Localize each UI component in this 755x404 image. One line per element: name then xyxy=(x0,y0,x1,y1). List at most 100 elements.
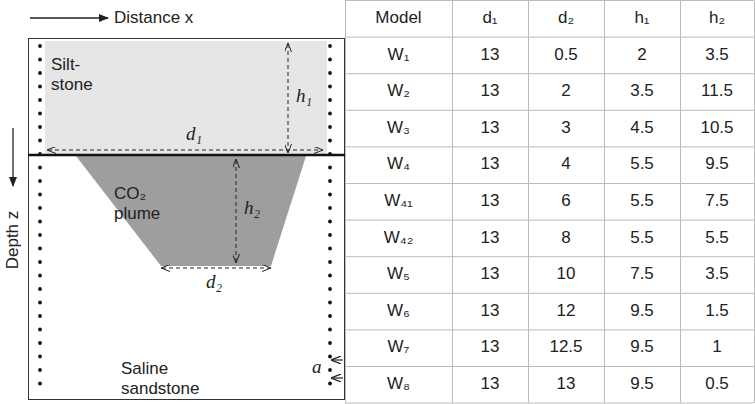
table-cell: W₃ xyxy=(345,110,452,147)
sensor-dot xyxy=(328,179,332,183)
sensor-dot xyxy=(38,152,42,156)
axis-label: Depth z xyxy=(3,211,23,270)
sensor-dot xyxy=(38,260,42,264)
sensor-dot xyxy=(328,328,332,332)
sensor-dot xyxy=(328,139,332,143)
dimension-label: h₂ xyxy=(244,198,260,218)
table-rule xyxy=(345,329,754,330)
table-cell: 5.5 xyxy=(604,146,680,183)
table-cell: W₄₁ xyxy=(345,183,452,220)
sensor-dot xyxy=(38,44,42,48)
table-cell: 13 xyxy=(452,220,528,257)
table-cell: 13 xyxy=(452,293,528,330)
sensor-dot xyxy=(38,355,42,359)
plume-shape xyxy=(76,156,306,266)
table-cell: 3.5 xyxy=(680,256,754,293)
table-cell: W₇ xyxy=(345,329,452,366)
sensor-dot xyxy=(38,85,42,89)
table-cell: 13 xyxy=(452,73,528,110)
table-cell: 4.5 xyxy=(604,110,680,147)
sensor-dot xyxy=(38,71,42,75)
layer-label: CO₂ plume xyxy=(114,184,164,224)
table-cell: W₁ xyxy=(345,37,452,74)
sensor-dot xyxy=(328,85,332,89)
z-axis-arrow xyxy=(12,128,13,186)
table-rule xyxy=(345,366,754,367)
table-cell: W₈ xyxy=(345,366,452,403)
sensor-dot xyxy=(38,220,42,224)
sensor-dot xyxy=(38,341,42,345)
table-rule xyxy=(345,183,754,184)
sensor-dot xyxy=(328,355,332,359)
table-cell: 9.5 xyxy=(604,366,680,403)
sensor-dot xyxy=(38,139,42,143)
sensor-dot xyxy=(38,274,42,278)
table-cell: 9.5 xyxy=(604,329,680,366)
d1-dimension xyxy=(48,150,322,151)
table-cell: 3.5 xyxy=(680,37,754,74)
h1-dimension xyxy=(288,44,289,152)
table-cell: 13 xyxy=(452,37,528,74)
sensor-dot xyxy=(328,166,332,170)
table-rule xyxy=(345,220,754,221)
table-rule xyxy=(528,1,529,404)
table-rule xyxy=(345,73,754,74)
table-rule xyxy=(345,37,754,38)
table-rule xyxy=(345,403,754,404)
sensor-dot xyxy=(38,368,42,372)
table-cell: 5.5 xyxy=(680,220,754,257)
table-cell: 10 xyxy=(528,256,604,293)
sensor-dot xyxy=(328,71,332,75)
sensor-dot xyxy=(328,44,332,48)
table-cell: 13 xyxy=(452,329,528,366)
sensor-dot xyxy=(328,368,332,372)
sensor-dot xyxy=(328,206,332,210)
x-axis-arrow xyxy=(30,17,108,18)
sensor-dot xyxy=(38,166,42,170)
sensor-dot xyxy=(328,58,332,62)
table-header: h₂ xyxy=(680,0,754,37)
sensor-dot xyxy=(328,112,332,116)
sensor-dot xyxy=(328,152,332,156)
spacing-arrow xyxy=(332,359,343,360)
sensor-dot xyxy=(38,328,42,332)
table-cell: 1.5 xyxy=(680,293,754,330)
sensor-dot xyxy=(38,301,42,305)
sensor-dot xyxy=(328,274,332,278)
layer-label: Saline sandstone xyxy=(121,359,181,399)
table-cell: 13 xyxy=(452,110,528,147)
table-header: d₁ xyxy=(452,0,528,37)
sensor-dot xyxy=(328,98,332,102)
table-cell: 2 xyxy=(528,73,604,110)
sensor-dot xyxy=(38,98,42,102)
table-rule xyxy=(754,1,755,404)
table-grid xyxy=(345,1,755,404)
table-rule xyxy=(452,1,453,404)
table-rule xyxy=(680,1,681,404)
table-cell: 13 xyxy=(452,146,528,183)
dimension-label: a xyxy=(312,357,322,377)
sensor-dot xyxy=(328,233,332,237)
sensor-dot xyxy=(38,179,42,183)
table-cell: 0.5 xyxy=(680,366,754,403)
table-cell: 9.5 xyxy=(680,146,754,183)
table-rule xyxy=(345,0,754,1)
table-cell: 13 xyxy=(452,183,528,220)
table-cell: 1 xyxy=(680,329,754,366)
sensor-dot xyxy=(38,287,42,291)
co2-plume: CO₂ plume xyxy=(76,156,306,266)
table-cell: 5.5 xyxy=(604,183,680,220)
sensor-dot xyxy=(38,125,42,129)
sensor-dot xyxy=(328,341,332,345)
table-cell: 7.5 xyxy=(680,183,754,220)
dimension-label: d₂ xyxy=(206,272,222,292)
sensor-dot xyxy=(38,206,42,210)
layer-boundary xyxy=(28,154,345,157)
plume-outline xyxy=(76,156,306,266)
sensor-dot xyxy=(38,247,42,251)
sensor-dot xyxy=(328,220,332,224)
table-cell: 12 xyxy=(528,293,604,330)
table-header: d₂ xyxy=(528,0,604,37)
sensor-dot xyxy=(328,301,332,305)
table-cell: 2 xyxy=(604,37,680,74)
